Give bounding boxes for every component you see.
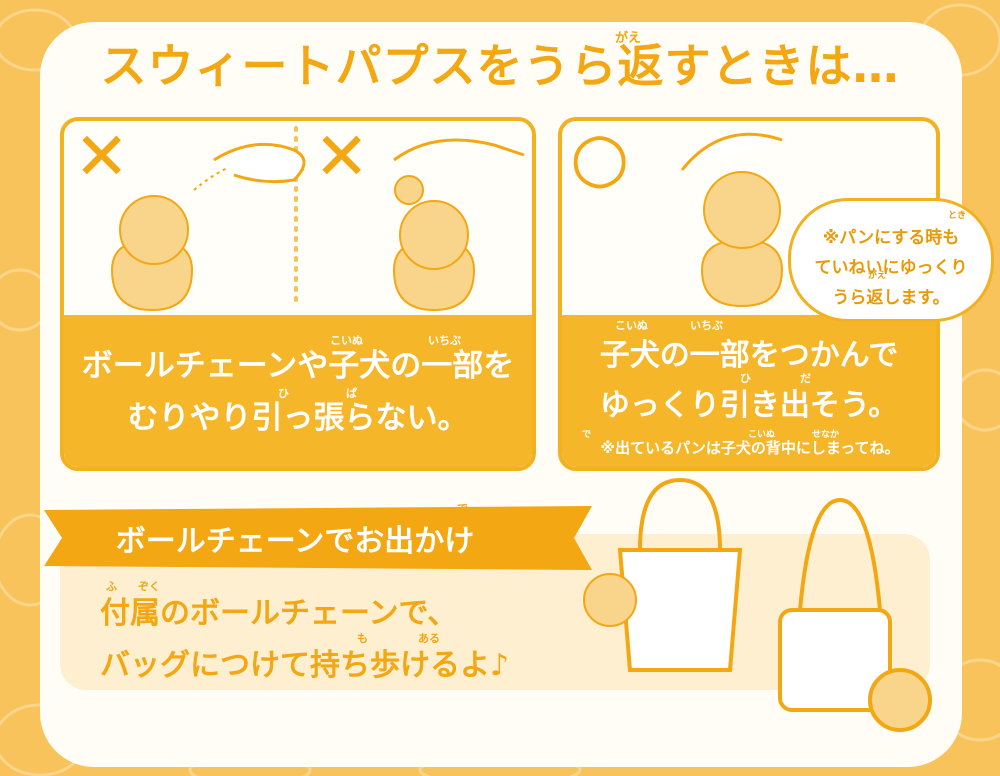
outing-heading-furigana: で xyxy=(457,502,468,515)
right-caption-line1: 子犬の一部をつかんで xyxy=(599,338,899,373)
bubble-furigana-toki: とき xyxy=(948,211,967,221)
outing-furigana-mo: も xyxy=(357,632,368,645)
right-caption-line2: ゆっくり引き出そう。 xyxy=(599,388,899,423)
note-furigana-senaka: せなか xyxy=(812,430,840,440)
note-furigana-koinu: こいぬ xyxy=(748,430,776,440)
info-bubble: ※パンにする時も ていねいにゆっくり うら返します。 xyxy=(788,198,994,322)
bubble-line3: うら返します。 xyxy=(832,288,950,308)
bubble-line1: ※パンにする時も xyxy=(822,228,960,248)
outing-furigana-aru: ある xyxy=(418,632,440,645)
outing-line2: バッグにつけて持ち歩けるよ♪ xyxy=(100,648,510,683)
page-title: スウィートパプスをうら返すときは… xyxy=(0,30,1000,96)
right-furigana-da: だ xyxy=(800,372,811,385)
wrong-caption-line1: ボールチェーンや子犬の一部を xyxy=(81,348,515,384)
wrong-example-illustration xyxy=(110,126,525,312)
wrong-furigana-ichibu: いちぶ xyxy=(428,334,461,347)
outing-line1: 付属のボールチェーンで、 xyxy=(100,596,458,631)
right-furigana-hi: ひ xyxy=(740,372,751,385)
right-example-caption-area xyxy=(562,315,936,467)
title-furigana: がえ xyxy=(615,31,642,46)
correct-mark: ○ xyxy=(570,118,630,197)
bags-illustration xyxy=(583,477,932,732)
wrong-example-caption-area xyxy=(64,315,532,467)
note-furigana-de: で xyxy=(582,430,592,440)
right-furigana-ichibu: いちぶ xyxy=(690,319,723,332)
right-furigana-koinu: こいぬ xyxy=(615,319,648,332)
outing-furigana-fu: ふ xyxy=(106,580,117,593)
page-title-text: スウィートパプスをうら返すときは… xyxy=(100,39,900,93)
wrong-furigana-hi: ひ xyxy=(278,387,289,400)
right-note: ※出ているパンは子犬の背中にしまってね。 xyxy=(600,439,900,457)
outing-furigana-zoku: ぞく xyxy=(138,580,160,593)
outing-ribbon xyxy=(44,506,592,570)
right-example-illustration xyxy=(680,132,784,308)
wrong-mark-1: ✕ xyxy=(74,118,130,195)
outing-heading: ボールチェーンでお出かけ xyxy=(115,524,475,559)
wrong-caption-line2: むりやり引っ張らない。 xyxy=(127,400,469,436)
wrong-furigana-pa: ぱ xyxy=(346,387,357,400)
wrong-furigana-koinu: こいぬ xyxy=(330,334,363,347)
bubble-line2: ていねいにゆっくり xyxy=(814,258,968,278)
wrong-mark-2: ✕ xyxy=(314,118,370,195)
bubble-furigana-gae: がえ xyxy=(868,271,887,281)
